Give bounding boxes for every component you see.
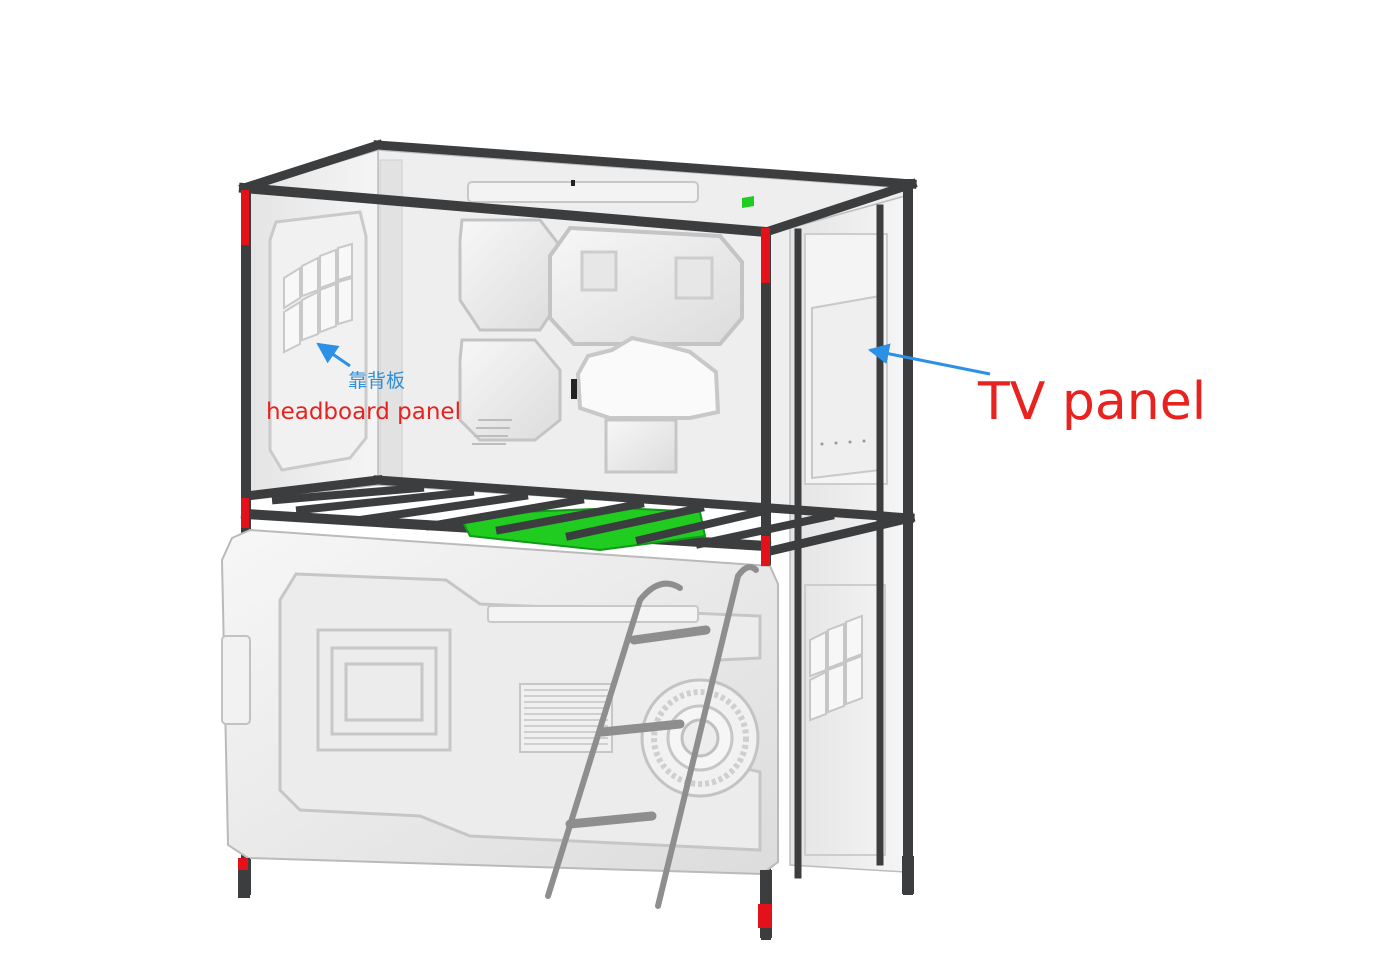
lower-capsule-front [220, 528, 779, 876]
tv-panel-label: TV panel [978, 372, 1207, 432]
headboard-panel [245, 148, 403, 501]
left-arrow-icon [867, 343, 991, 376]
headboard-label: headboard panel [266, 399, 461, 425]
headboard-cushion [283, 242, 353, 354]
back-wall-panel [377, 149, 906, 521]
bed-slats [271, 483, 835, 552]
ladder [545, 564, 759, 909]
frame-legs [238, 856, 914, 938]
red-connector-tips [241, 190, 770, 566]
left-arrow-icon [316, 342, 351, 368]
side-cushion [809, 614, 863, 722]
headboard-label-chinese: 靠背板 [348, 370, 406, 392]
